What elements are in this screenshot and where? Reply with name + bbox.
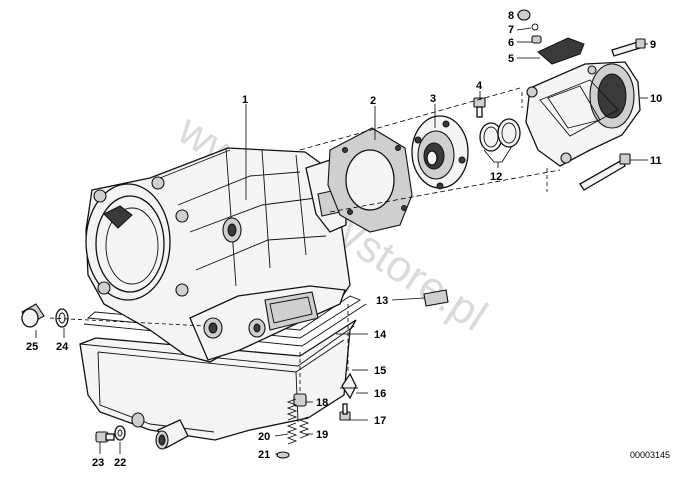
callout-5: 5 [508, 53, 514, 65]
gasket [327, 127, 413, 233]
reference-code: 00003145 [630, 450, 670, 460]
callout-18: 18 [316, 397, 328, 409]
seal-rings [479, 118, 521, 152]
callout-7: 7 [508, 24, 514, 36]
callout-20: 20 [258, 431, 270, 443]
callout-2: 2 [370, 95, 376, 107]
oil-pan [79, 319, 357, 450]
callout-13: 13 [376, 295, 388, 307]
callout-22: 22 [114, 457, 126, 469]
spring-parts [276, 393, 310, 459]
oil-pump [411, 115, 469, 190]
transmission-housing [85, 147, 351, 363]
callout-11: 11 [650, 155, 662, 167]
callout-17: 17 [374, 415, 386, 427]
callout-14: 14 [374, 329, 387, 341]
bolt-part-11 [579, 153, 631, 191]
callout-24: 24 [56, 341, 69, 353]
bolt-part-4 [473, 97, 486, 118]
callout-labels: 1 2 3 4 5 6 7 8 9 10 11 12 13 14 15 16 1… [26, 10, 662, 469]
callout-8: 8 [508, 10, 514, 22]
breather-assembly [517, 9, 585, 65]
callout-10: 10 [650, 93, 662, 105]
bolt-part-9 [611, 38, 646, 57]
callout-12: 12 [490, 171, 502, 183]
callout-21: 21 [258, 449, 270, 461]
callout-4: 4 [476, 80, 483, 92]
drain-plugs [21, 303, 126, 443]
callout-16: 16 [374, 388, 386, 400]
callout-23: 23 [92, 457, 104, 469]
callout-3: 3 [430, 93, 436, 105]
callout-1: 1 [242, 94, 248, 106]
callout-9: 9 [650, 39, 656, 51]
leader-lines [35, 14, 648, 455]
callout-19: 19 [316, 429, 328, 441]
callout-25: 25 [26, 341, 38, 353]
callout-15: 15 [374, 365, 386, 377]
extension-housing [525, 61, 641, 167]
callout-6: 6 [508, 37, 514, 49]
small-parts-right [339, 289, 449, 421]
